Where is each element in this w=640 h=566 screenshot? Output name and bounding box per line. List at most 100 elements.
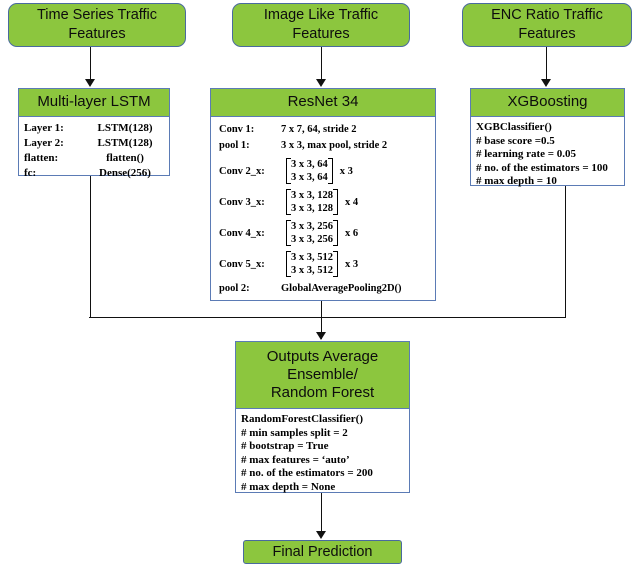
xgboost-line: XGBClassifier(): [476, 121, 552, 133]
xgboost-line: # learning rate = 0.05: [476, 148, 577, 160]
resnet-block-line2: 3 x 3, 128: [291, 203, 333, 214]
lstm-row: Layer 2: LSTM(128): [24, 136, 164, 150]
input-box-enc-ratio: ENC Ratio Traffic Features: [462, 3, 632, 47]
ensemble-header-line2: Ensemble/: [287, 365, 358, 383]
xgboost-body: XGBClassifier() # base score =0.5 # lear…: [471, 117, 624, 192]
connector-image-like-to-resnet: [321, 47, 322, 80]
resnet-body: Conv 1: 7 x 7, 64, stride 2 pool 1: 3 x …: [211, 117, 435, 301]
ensemble-line: RandomForestClassifier(): [241, 413, 363, 425]
arrowhead-lstm: [85, 79, 95, 87]
bracket-right-icon: [327, 158, 333, 184]
resnet-block-line2: 3 x 3, 64: [291, 172, 328, 183]
input-box-time-series: Time Series Traffic Features: [8, 3, 186, 47]
resnet-block-mult: x 3: [339, 165, 353, 177]
resnet-block-line1: 3 x 3, 128: [291, 190, 333, 201]
resnet-header: ResNet 34: [211, 89, 435, 117]
lstm-header: Multi-layer LSTM: [19, 89, 169, 117]
connector-resnet-down: [321, 301, 322, 339]
lstm-row: Layer 1: LSTM(128): [24, 121, 164, 135]
ensemble-line: # no. of the estimators = 200: [241, 467, 373, 479]
resnet-row-key: pool 1:: [219, 140, 250, 151]
lstm-body: Layer 1: LSTM(128) Layer 2: LSTM(128) fl…: [19, 117, 169, 184]
resnet-row-value: 7 x 7, 64, stride 2: [281, 124, 357, 135]
resnet-block-lines: 3 x 3, 64 3 x 3, 64: [291, 158, 328, 184]
resnet-block-line2: 3 x 3, 256: [291, 234, 333, 245]
ensemble-header-line1: Outputs Average: [266, 347, 379, 365]
resnet-block-line1: 3 x 3, 256: [291, 221, 333, 232]
input-label-enc-ratio: ENC Ratio Traffic Features: [491, 7, 603, 42]
resnet-block-matrix: 3 x 3, 256 3 x 3, 256: [283, 220, 341, 246]
lstm-row-key: Layer 1:: [24, 122, 64, 134]
resnet-block-key: Conv 2_x:: [219, 165, 265, 177]
input-box-image-like: Image Like Traffic Features: [232, 3, 410, 47]
bracket-right-icon: [333, 251, 338, 277]
resnet-block-line2: 3 x 3, 512: [291, 265, 333, 276]
lstm-row: flatten: flatten(): [24, 151, 164, 165]
output-box-final-prediction: Final Prediction: [243, 540, 402, 564]
resnet-block-matrix: 3 x 3, 512 3 x 3, 512: [283, 251, 341, 277]
arrowhead-ensemble: [316, 332, 326, 340]
resnet-row: pool 2: GlobalAveragePooling2D(): [219, 281, 429, 296]
xgboost-line: # max depth = 10: [476, 175, 557, 187]
bracket-right-icon: [333, 189, 338, 215]
resnet-row: Conv 1: 7 x 7, 64, stride 2: [219, 122, 429, 137]
connector-ensemble-to-final: [321, 493, 322, 533]
resnet-block-lines: 3 x 3, 128 3 x 3, 128: [291, 189, 333, 215]
ensemble-line: # min samples split = 2: [241, 426, 348, 439]
output-label-final-prediction: Final Prediction: [272, 543, 373, 560]
bracket-left-icon: [286, 158, 291, 184]
bracket-left-icon: [286, 251, 291, 277]
arrowhead-resnet: [316, 79, 326, 87]
xgboost-line: # no. of the estimators = 100: [476, 161, 608, 174]
arrowhead-final-prediction: [316, 531, 326, 539]
lstm-row-key: fc:: [24, 167, 37, 179]
resnet-block-row: Conv 5_x: 3 x 3, 512 3 x 3, 512 x 3: [219, 251, 429, 277]
arrowhead-xgboost: [541, 79, 551, 87]
lstm-row: fc: Dense(256): [24, 166, 164, 180]
lstm-row-key: flatten:: [24, 152, 59, 164]
ensemble-header-line3: Random Forest: [270, 384, 375, 402]
lstm-row-value: LSTM(128): [97, 122, 153, 134]
resnet-block-row: Conv 3_x: 3 x 3, 128 3 x 3, 128 x 4: [219, 189, 429, 215]
connector-time-series-to-lstm: [90, 47, 91, 80]
resnet-block-line1: 3 x 3, 512: [291, 252, 333, 263]
connector-merge-bus-left: [89, 317, 323, 318]
connector-xgboost-down: [565, 186, 566, 318]
resnet-row-key: pool 2:: [219, 283, 250, 294]
ensemble-line: # max features = ‘auto’: [241, 453, 350, 466]
bracket-right-icon: [333, 220, 338, 246]
lstm-row-value: Dense(256): [99, 167, 151, 179]
ensemble-line: # bootstrap = True: [241, 440, 329, 452]
lstm-row-key: Layer 2:: [24, 137, 64, 149]
resnet-block-lines: 3 x 3, 256 3 x 3, 256: [291, 220, 333, 246]
resnet-block-row: Conv 4_x: 3 x 3, 256 3 x 3, 256 x 6: [219, 220, 429, 246]
resnet-row-value: 3 x 3, max pool, stride 2: [281, 140, 388, 151]
module-ensemble-random-forest: Outputs Average Ensemble/ Random Forest …: [235, 341, 410, 493]
connector-lstm-down: [90, 176, 91, 318]
resnet-block-row: Conv 2_x: 3 x 3, 64 3 x 3, 64 x 3: [219, 158, 429, 184]
resnet-row-value: GlobalAveragePooling2D(): [281, 283, 402, 294]
ensemble-header: Outputs Average Ensemble/ Random Forest: [236, 342, 409, 409]
connector-enc-ratio-to-xgboost: [546, 47, 547, 80]
module-xgboosting: XGBoosting XGBClassifier() # base score …: [470, 88, 625, 187]
resnet-block-key: Conv 3_x:: [219, 196, 265, 208]
resnet-block-mult: x 3: [345, 258, 359, 270]
xgboost-header: XGBoosting: [471, 89, 624, 117]
resnet-block-lines: 3 x 3, 512 3 x 3, 512: [291, 251, 333, 277]
connector-merge-bus-right: [321, 317, 566, 318]
module-resnet-34: ResNet 34 Conv 1: 7 x 7, 64, stride 2 po…: [210, 88, 436, 301]
resnet-block-matrix: 3 x 3, 128 3 x 3, 128: [283, 189, 341, 215]
resnet-block-matrix: 3 x 3, 64 3 x 3, 64: [283, 158, 336, 184]
ensemble-body: RandomForestClassifier() # min samples s…: [236, 409, 409, 497]
ensemble-line: # max depth = None: [241, 480, 336, 493]
bracket-left-icon: [286, 189, 291, 215]
module-multi-layer-lstm: Multi-layer LSTM Layer 1: LSTM(128) Laye…: [18, 88, 170, 179]
bracket-left-icon: [286, 220, 291, 246]
resnet-row: pool 1: 3 x 3, max pool, stride 2: [219, 138, 429, 153]
resnet-block-mult: x 6: [345, 227, 359, 239]
lstm-row-value: LSTM(128): [97, 137, 153, 149]
input-label-image-like: Image Like Traffic Features: [263, 7, 379, 42]
resnet-block-key: Conv 4_x:: [219, 227, 265, 239]
resnet-row-key: Conv 1:: [219, 124, 255, 135]
